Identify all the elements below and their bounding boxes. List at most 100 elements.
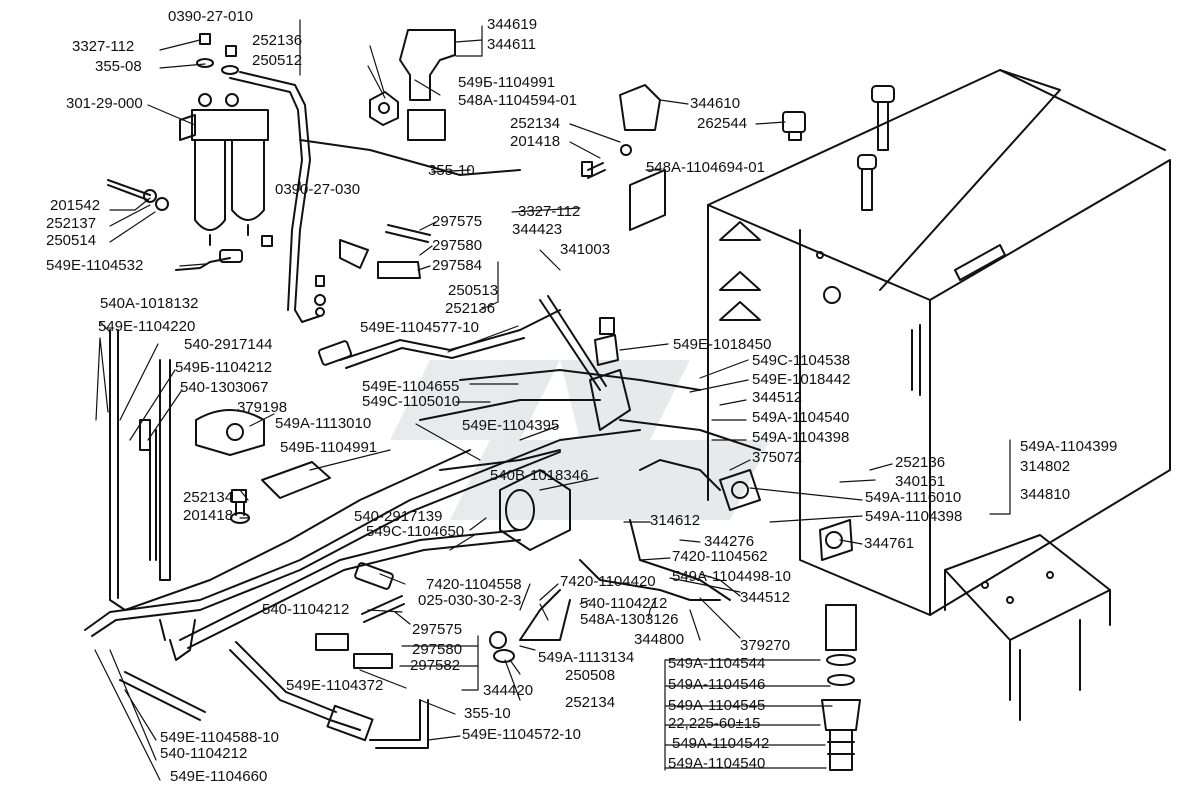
part-number-label: 355-10 [464, 705, 511, 722]
part-number-label: 379270 [740, 637, 791, 654]
part-number-label: 540-2917139 [354, 508, 443, 525]
part-number-label: 549E-1104532 [46, 257, 144, 274]
part-number-label: 252136 [895, 454, 946, 471]
part-number-label: 7420-1104420 [560, 573, 656, 590]
part-number-label: 540-1104212 [262, 601, 350, 618]
part-number-label: 355-10 [428, 162, 475, 179]
part-number-label: 297575 [432, 213, 483, 230]
pipe-clamps [195, 29, 666, 669]
part-number-label: 344619 [487, 16, 538, 33]
part-number-label: 375072 [752, 449, 803, 466]
part-number-label: 297582 [410, 657, 461, 674]
part-number-label: 252134 [510, 115, 561, 132]
part-number-label: 379198 [237, 399, 288, 416]
sender-cap [857, 85, 895, 211]
part-number-label: 549A-1113134 [538, 649, 635, 666]
part-number-label: 252136 [445, 300, 496, 317]
part-number-label: 297575 [412, 621, 463, 638]
part-number-label: 344276 [704, 533, 755, 550]
part-number-label: 344610 [690, 95, 741, 112]
part-number-label: 252134 [565, 694, 616, 711]
part-number-label: 549A-1104544 [668, 655, 766, 672]
part-number-label: 549A-1104498-10 [672, 568, 791, 585]
part-number-label: 549A-1104399 [1020, 438, 1118, 455]
part-number-label: 201418 [510, 133, 561, 150]
part-number-label: 3327-112 [518, 203, 581, 220]
part-number-label: 549E-1104395 [462, 417, 560, 434]
part-number-label: 548A-1104694-01 [646, 159, 765, 176]
part-number-label: 201418 [183, 507, 234, 524]
small-fasteners [107, 33, 632, 663]
part-number-label: 540-1303067 [180, 379, 269, 396]
part-number-label: 549E-1104588-10 [160, 729, 279, 746]
part-number-label: 549A-1104540 [752, 409, 850, 426]
part-number-label: 344423 [512, 221, 563, 238]
part-number-label: 301-29-000 [66, 95, 143, 112]
part-number-label: 549A-1104545 [668, 697, 766, 714]
part-number-label: 7420-1104558 [426, 576, 522, 593]
fuel-lines [84, 71, 761, 749]
part-number-label: 314802 [1020, 458, 1071, 475]
part-number-label: 340161 [895, 473, 946, 490]
part-number-label: 3327-112 [72, 38, 135, 55]
part-number-label: 250508 [565, 667, 616, 684]
transfer-pump [499, 334, 853, 561]
drain-plug [782, 111, 806, 141]
part-number-label: 549E-1104655 [362, 378, 460, 395]
part-number-label: 344800 [634, 631, 685, 648]
part-number-label: 344512 [752, 389, 803, 406]
leader-lines [94, 19, 1011, 781]
part-number-label: 250512 [252, 52, 303, 69]
part-number-label: 549A-1104542 [672, 735, 770, 752]
fuel-valve-fitting [821, 604, 861, 771]
part-number-label: 355-08 [95, 58, 142, 75]
part-number-label: 7420-1104562 [672, 548, 768, 565]
part-number-label: 314612 [650, 512, 701, 529]
part-number-label: 549E-1018442 [752, 371, 851, 388]
part-number-label: 548A-1303126 [580, 611, 679, 628]
part-number-label: 262544 [697, 115, 748, 132]
part-number-label: 0390-27-030 [275, 181, 361, 198]
part-number-label: 549E-1104660 [170, 768, 268, 785]
part-number-label: 344512 [740, 589, 791, 606]
part-number-label: 344761 [864, 535, 915, 552]
part-number-label: 549A-1113010 [275, 415, 372, 432]
part-number-label: 540-1104212 [580, 595, 668, 612]
part-number-label: 549A-1104546 [668, 676, 766, 693]
part-number-label: 252134 [183, 489, 234, 506]
part-number-label: 549E-1104577-10 [360, 319, 479, 336]
part-number-label: 549A-1116010 [865, 489, 962, 506]
part-number-label: 250514 [46, 232, 97, 249]
part-number-label: 548A-1104594-01 [458, 92, 577, 109]
part-number-label: 025-030-30-2-3 [418, 592, 522, 609]
part-number-label: 297580 [412, 641, 463, 658]
part-number-label: 201542 [50, 197, 101, 214]
part-number-label: 344420 [483, 682, 534, 699]
part-number-label: 549C-1104650 [366, 523, 465, 540]
part-number-label: 540A-1018132 [100, 295, 199, 312]
part-number-label: 540-1104212 [160, 745, 248, 762]
part-number-label: 549A-1104540 [668, 755, 766, 772]
fuel-tank [707, 69, 1171, 616]
part-number-label: 252137 [46, 215, 97, 232]
part-number-label: 344611 [487, 36, 536, 53]
fuel-filter-assembly [179, 93, 269, 246]
part-number-label: 344810 [1020, 486, 1071, 503]
part-number-label: 549E-1104220 [98, 318, 196, 335]
part-number-label: 549Б-1104991 [280, 439, 378, 456]
tank-bracket [944, 534, 1111, 721]
part-number-label: 549Б-1104212 [175, 359, 273, 376]
part-number-label: 0390-27-010 [168, 8, 254, 25]
watermark-logo [390, 360, 770, 520]
part-number-label: 540-2917144 [184, 336, 273, 353]
part-number-label: 540B-1018346 [490, 467, 589, 484]
part-number-label: 549E-1104372 [286, 677, 384, 694]
part-number-label: 549C-1105010 [362, 393, 461, 410]
part-number-label: 22,225-60±15 [668, 715, 761, 732]
part-number-label: 549E-1018450 [673, 336, 772, 353]
part-number-label: 549E-1104572-10 [462, 726, 581, 743]
part-number-label: 297580 [432, 237, 483, 254]
part-number-label: 341003 [560, 241, 611, 258]
